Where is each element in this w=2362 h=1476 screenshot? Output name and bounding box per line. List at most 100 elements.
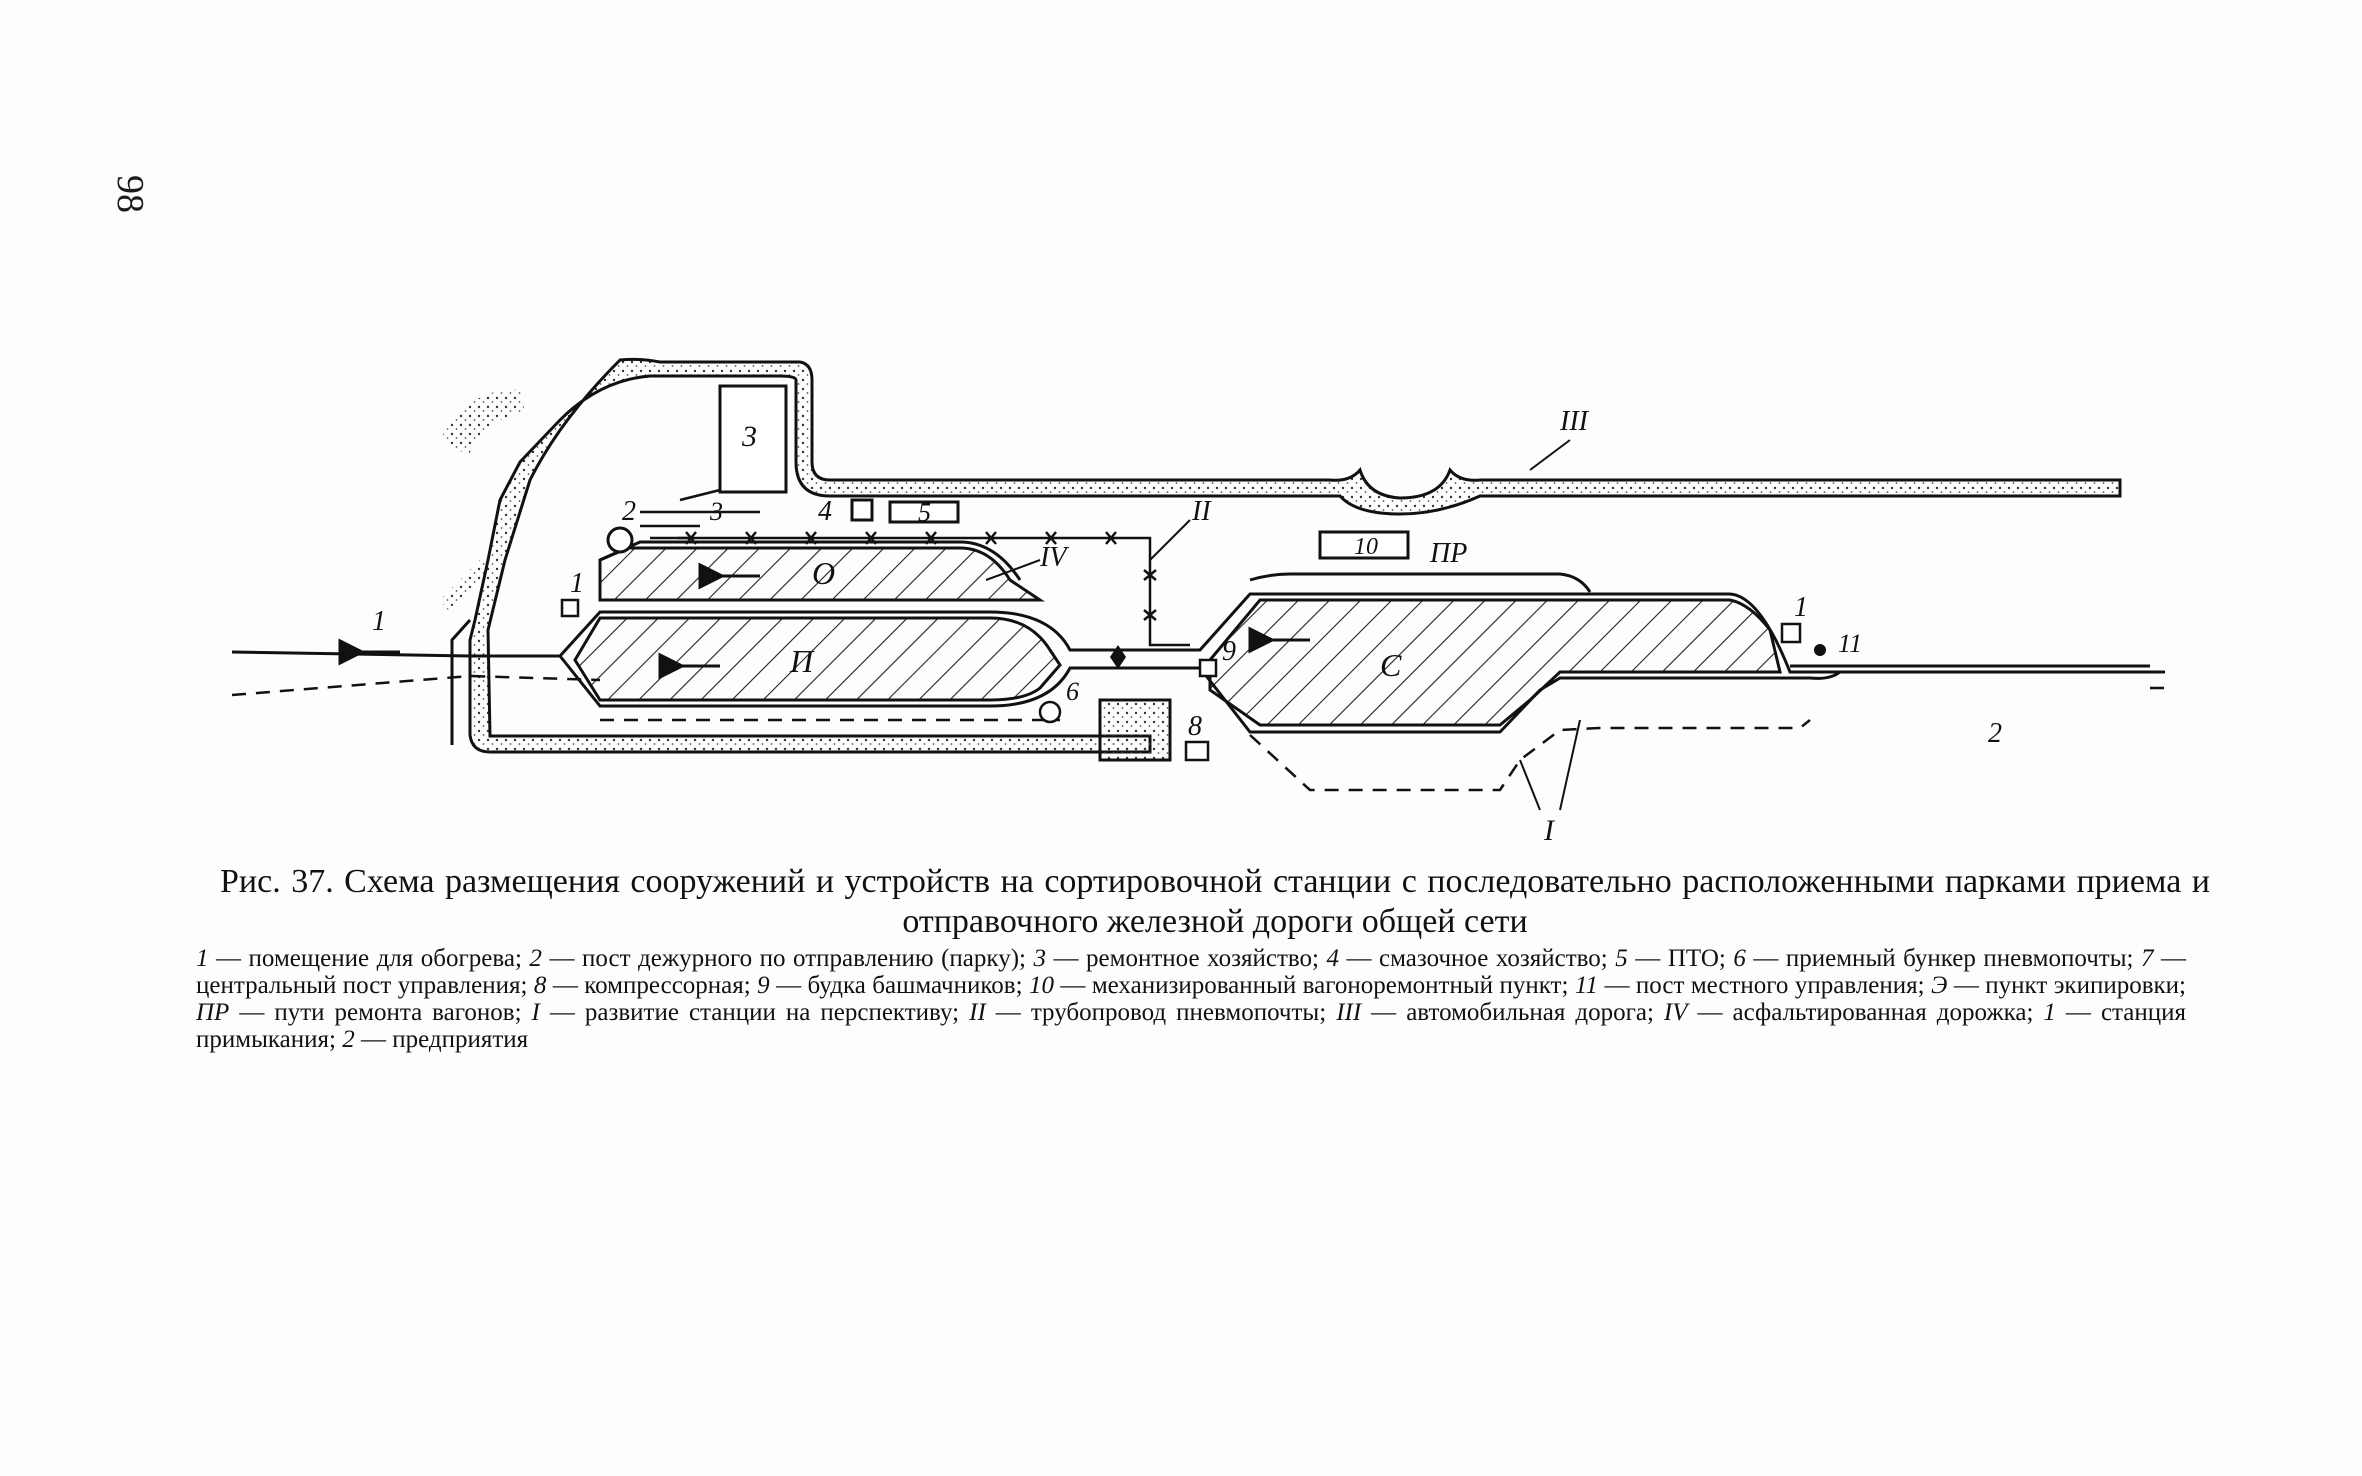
legend-item-number: 2 (342, 1026, 355, 1053)
legend-item-text: — приемный бункер пневмопочты; (1745, 945, 2141, 972)
legend-item-number: Э (1931, 972, 1948, 999)
label-compressor-8: 8 (1188, 711, 1202, 742)
legend-item: 2 — пост дежурного по отправлению (парку… (529, 945, 1033, 972)
label-heat-1-right: 1 (1794, 592, 1808, 623)
legend-item-text: — ПТО; (1627, 945, 1734, 972)
legend-item: 10 — механизированный вагоноремонтный пу… (1029, 972, 1575, 999)
lube-4 (850, 498, 874, 522)
legend-item-text: — помещение для обогрева; (208, 945, 530, 972)
label-bunker-6: 6 (1066, 677, 1079, 706)
legend-item-number: III (1336, 999, 1362, 1026)
legend-item: 8 — компрессорная; (534, 972, 757, 999)
legend-item: 9 — будка башмачников; (757, 972, 1029, 999)
label-repair-3: 3 (709, 497, 723, 526)
repair-line-3 (640, 488, 760, 528)
label-future-i: I (1543, 814, 1556, 847)
post-2 (606, 526, 634, 554)
legend-item-text: — трубопровод пневмопочты; (985, 999, 1337, 1026)
legend-item: ПР — пути ремонта вагонов; (196, 999, 532, 1026)
legend-item-text: — асфальтированная дорожка; (1687, 999, 2044, 1026)
legend-item-number: 3 (1033, 945, 1047, 972)
label-pipeline-ii: II (1191, 496, 1212, 527)
legend-item-number: II (969, 999, 986, 1026)
legend-item: III — автомобильная дорога; (1336, 999, 1664, 1026)
pto-5 (888, 500, 960, 524)
legend-item-text: — пост дежурного по отправлению (парку); (541, 945, 1034, 972)
legend-item: 4 — смазочное хозяйство; (1327, 945, 1616, 972)
label-lube-4: 4 (818, 496, 832, 527)
heat-1-right (1780, 622, 1802, 644)
heat-1-left (560, 598, 580, 618)
legend-item-number: 5 (1615, 945, 1628, 972)
legend-item: 1 — помещение для обогрева; (196, 945, 529, 972)
building-repair-3 (718, 384, 788, 494)
label-post-2: 2 (622, 496, 636, 527)
legend-item: II — трубопровод пневмопочты; (969, 999, 1336, 1026)
label-park-s: С (1380, 647, 1402, 683)
legend-item-number: 11 (1574, 972, 1598, 999)
legend-item-number: 1 (2043, 999, 2056, 1026)
legend-item: IV — асфальтированная дорожка; (1664, 999, 2044, 1026)
shoe-booth-9 (1198, 658, 1218, 678)
compressor-8 (1184, 740, 1210, 762)
legend-item: 11 — пост местного управления; (1575, 972, 1931, 999)
central-post-7 (1110, 645, 1126, 669)
label-walkway-iv: IV (1039, 542, 1069, 573)
legend-item-text: — станция примыкания; (196, 999, 2187, 1053)
legend-item-number: 2 (529, 945, 542, 972)
park-s (1208, 598, 1782, 727)
legend-item-text: — будка башмачников; (769, 972, 1029, 999)
legend-item-number: I (531, 999, 540, 1026)
label-road-iii: III (1559, 406, 1590, 437)
legend-item-number: 7 (2140, 945, 2154, 972)
future-development-i (231, 674, 2165, 792)
legend-item-text: — пути ремонта вагонов; (229, 999, 532, 1026)
legend-item-text: — механизированный вагоноремонтный пункт… (1053, 972, 1575, 999)
legend-item-text: — развитие станции на перспективу; (539, 999, 970, 1026)
label-shoe-9: 9 (1222, 636, 1236, 667)
legend-item: 5 — ПТО; (1615, 945, 1733, 972)
legend-item-text: — ремонтное хозяйство; (1046, 945, 1327, 972)
figure-caption-title: Рис. 37. Схема размещения сооружений и у… (220, 863, 2210, 940)
legend-item: Э — пункт экипировки; (1931, 972, 2186, 999)
legend-item-text: — пост местного управления; (1598, 972, 1932, 999)
pipeline-x-marks (685, 531, 1157, 621)
tracks (231, 540, 2165, 734)
label-enterprise-2: 2 (1988, 718, 2002, 749)
label-park-o: О (812, 555, 835, 591)
label-pto-5: 5 (918, 498, 931, 527)
legend-item-text: — центральный пост управления; (196, 945, 2187, 999)
mech-repair-10 (1318, 530, 1410, 560)
legend-item-number: IV (1663, 999, 1688, 1026)
legend-item-text: — смазочное хозяйство; (1339, 945, 1616, 972)
station-diagram: 3 (231, 357, 2165, 847)
label-heat-1-left: 1 (570, 568, 584, 599)
legend-item-text: — компрессорная; (546, 972, 758, 999)
label-mech-10: 10 (1354, 534, 1378, 560)
local-post-11 (1814, 644, 1826, 656)
label-building-3: 3 (741, 420, 757, 453)
pipeline-ii (650, 536, 1190, 647)
legend-item-number: ПР (196, 999, 230, 1026)
label-park-p: П (789, 643, 815, 679)
park-p (573, 616, 1062, 702)
legend-item-number: 4 (1326, 945, 1340, 972)
legend-item: 2 — предприятия (342, 1026, 528, 1053)
label-repair-pr: ПР (1429, 538, 1467, 569)
legend-item-number: 8 (533, 972, 547, 999)
legend-item: I — развитие станции на перспективу; (532, 999, 970, 1026)
label-station-1: 1 (372, 606, 386, 637)
figure-legend: 1 — помещение для обогрева; 2 — пост деж… (196, 945, 2186, 1053)
legend-item: 6 — приемный бункер пневмопочты; (1733, 945, 2141, 972)
legend-item-number: 6 (1733, 945, 1746, 972)
legend-item-text: — пункт экипировки; (1947, 972, 2186, 999)
legend-item-text: — предприятия (354, 1026, 529, 1053)
legend-item-number: 10 (1028, 972, 1054, 999)
legend-item: 7 — центральный пост управления; (196, 945, 2186, 999)
label-local-11: 11 (1838, 629, 1862, 658)
legend-item-text: — автомобильная дорога; (1361, 999, 1664, 1026)
bunker-6 (1038, 700, 1062, 724)
legend-item-number: 1 (196, 945, 209, 972)
legend-item: 3 — ремонтное хозяйство; (1034, 945, 1327, 972)
